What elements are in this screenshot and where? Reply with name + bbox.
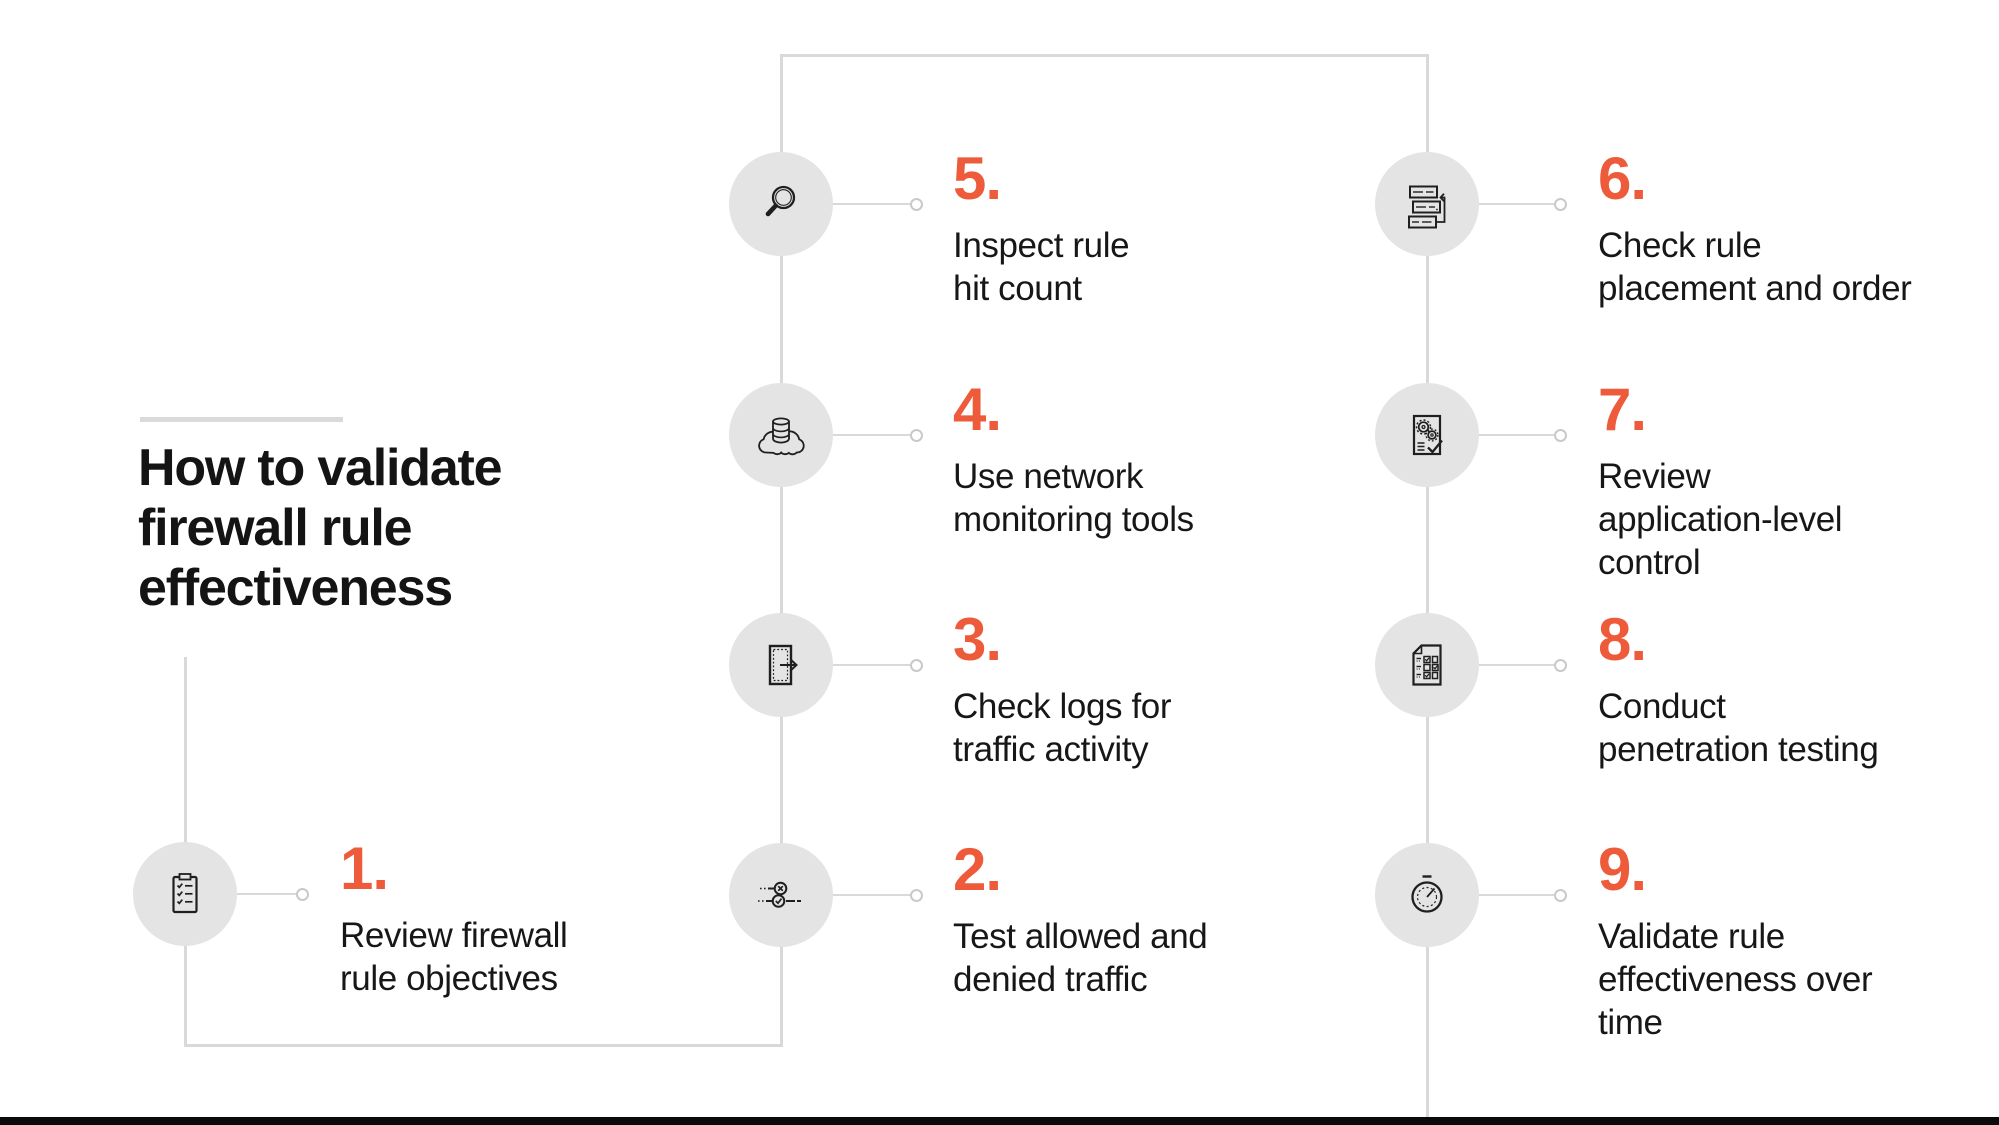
step-7-icon-circle	[1375, 383, 1479, 487]
connector-stub	[1479, 894, 1554, 896]
connector-bottom-horizontal	[184, 1044, 783, 1047]
step-label: Review application-level control	[1598, 457, 1843, 582]
step-9-icon-circle	[1375, 843, 1479, 947]
connector-stub	[833, 203, 910, 205]
document-gears-check-icon	[1412, 414, 1443, 456]
step-label: Test allowed and denied traffic	[953, 917, 1208, 999]
step-number: 4.	[953, 376, 1002, 443]
log-exit-arrow-icon	[768, 644, 798, 686]
bottom-rule-bar	[0, 1117, 1999, 1125]
connector-stub	[833, 434, 910, 436]
step-label: Check logs for traffic activity	[953, 687, 1172, 769]
connector-ring	[910, 889, 923, 902]
connector-stub	[833, 664, 910, 666]
connector-stub	[833, 894, 910, 896]
magnifier-icon	[765, 185, 796, 217]
step-2-icon-circle	[729, 843, 833, 947]
connector-ring	[910, 429, 923, 442]
step-label: Inspect rule hit count	[953, 226, 1130, 308]
cloud-database-icon	[758, 417, 805, 456]
step-5-icon-circle	[729, 152, 833, 256]
connector-stub	[1479, 203, 1554, 205]
step-1-icon-circle	[133, 842, 237, 946]
connector-ring	[910, 659, 923, 672]
step-number: 7.	[1598, 376, 1647, 443]
connector-ring	[1554, 889, 1567, 902]
step-3-icon-circle	[729, 613, 833, 717]
step-number: 8.	[1598, 606, 1647, 673]
page-title: How to validate firewall rule effectiven…	[138, 439, 503, 617]
pentest-checklist-icon	[1412, 644, 1442, 686]
step-number: 1.	[340, 835, 389, 902]
connector-stub	[237, 893, 296, 895]
step-6-icon-circle	[1375, 152, 1479, 256]
step-4-icon-circle	[729, 383, 833, 487]
step-8-icon-circle	[1375, 613, 1479, 717]
connector-ring	[1554, 659, 1567, 672]
step-label: Check rule placement and order	[1598, 226, 1912, 308]
step-number: 2.	[953, 836, 1002, 903]
connector-stub	[1479, 664, 1554, 666]
step-number: 5.	[953, 145, 1002, 212]
connector-stub	[1479, 434, 1554, 436]
step-number: 6.	[1598, 145, 1647, 212]
allow-deny-traffic-icon	[758, 881, 801, 908]
step-label: Review firewall rule objectives	[340, 916, 568, 998]
connector-middle-vertical	[780, 54, 783, 1046]
connector-ring	[910, 198, 923, 211]
connector-ring	[1554, 429, 1567, 442]
title-accent-rule	[140, 417, 343, 422]
step-label: Conduct penetration testing	[1598, 687, 1879, 769]
step-number: 9.	[1598, 836, 1647, 903]
connector-ring	[296, 888, 309, 901]
rule-order-icon	[1408, 185, 1446, 229]
stopwatch-icon	[1411, 875, 1443, 913]
step-number: 3.	[953, 606, 1002, 673]
connector-ring	[1554, 198, 1567, 211]
clipboard-checklist-icon	[172, 873, 198, 914]
connector-right-vertical	[1426, 54, 1429, 1117]
connector-top-horizontal	[780, 54, 1428, 57]
step-label: Validate rule effectiveness over time	[1598, 917, 1873, 1042]
step-label: Use network monitoring tools	[953, 457, 1194, 539]
